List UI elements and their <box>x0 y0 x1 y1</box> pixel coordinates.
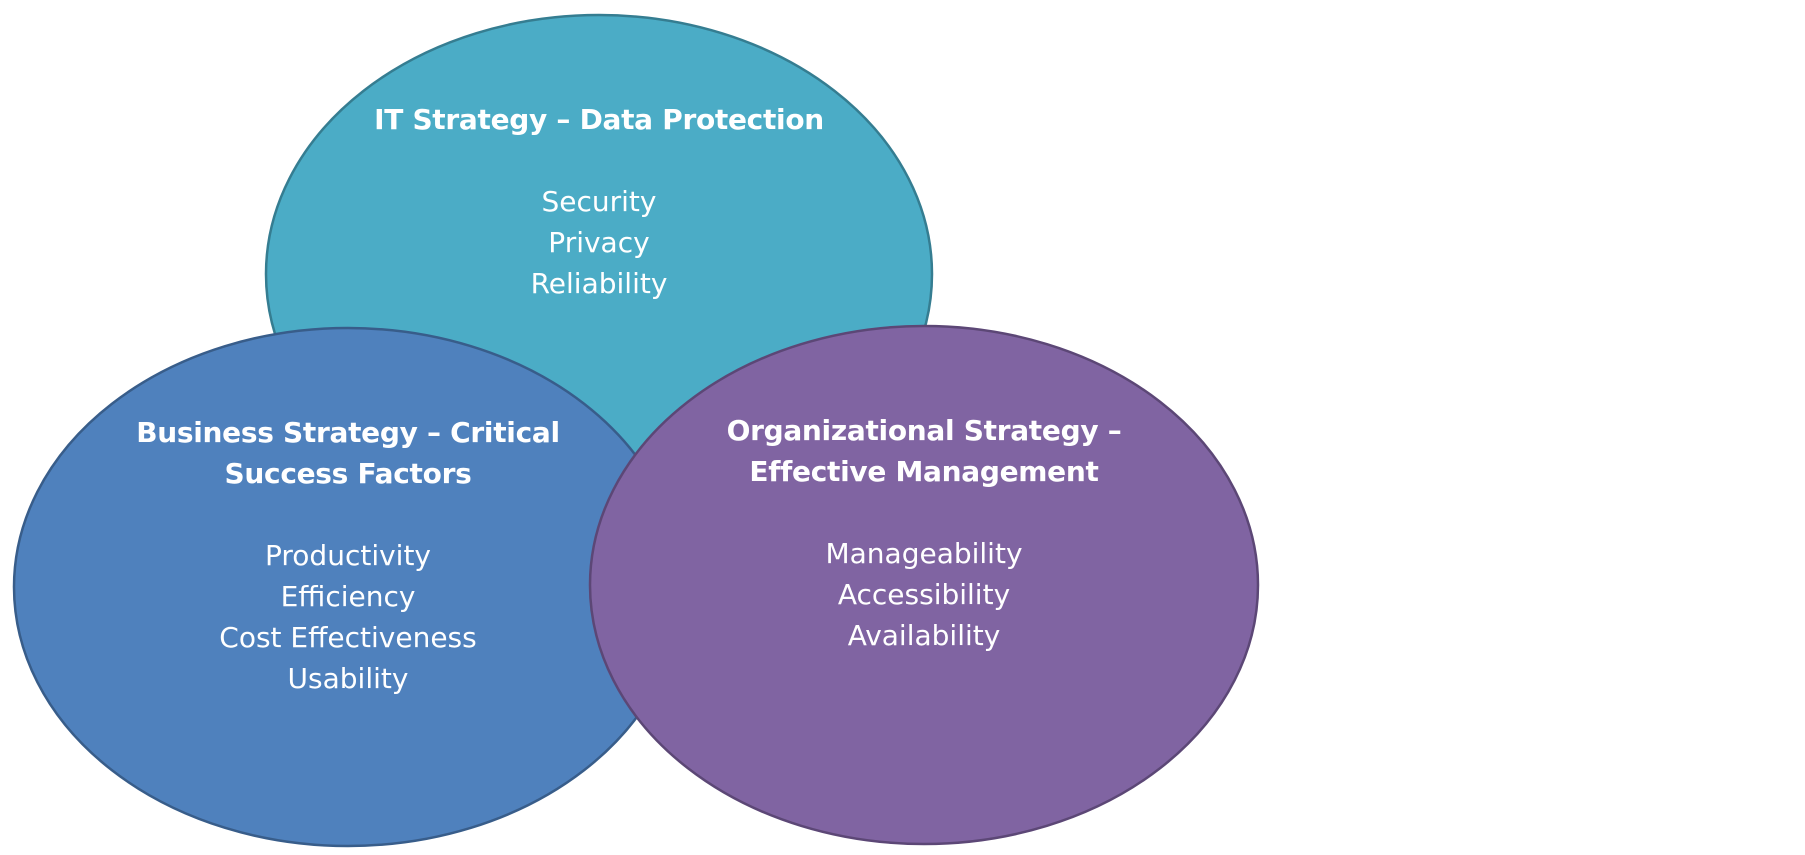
business-strategy-heading: Business Strategy – Critical Success Fac… <box>98 412 598 494</box>
heading-line: Organizational Strategy – <box>726 414 1122 447</box>
list-item: Manageability <box>825 537 1023 570</box>
list-item: Reliability <box>530 267 668 300</box>
business-strategy-label: Business Strategy – Critical Success Fac… <box>98 412 598 699</box>
it-strategy-items: Security Privacy Reliability <box>349 181 849 304</box>
business-strategy-items: Productivity Efficiency Cost Effectivene… <box>98 535 598 699</box>
list-item: Privacy <box>548 226 650 259</box>
heading-line: IT Strategy – Data Protection <box>374 103 824 136</box>
organizational-strategy-heading: Organizational Strategy – Effective Mana… <box>674 410 1174 492</box>
heading-line: Effective Management <box>749 455 1099 488</box>
list-item: Availability <box>847 619 1001 652</box>
it-strategy-heading: IT Strategy – Data Protection <box>349 99 849 140</box>
organizational-strategy-ellipse <box>588 324 1260 846</box>
list-item: Accessibility <box>837 578 1011 611</box>
organizational-strategy-items: Manageability Accessibility Availability <box>674 533 1174 656</box>
list-item: Security <box>541 185 657 218</box>
list-item: Usability <box>287 662 409 695</box>
it-strategy-label: IT Strategy – Data Protection Security P… <box>349 99 849 304</box>
organizational-strategy-label: Organizational Strategy – Effective Mana… <box>674 410 1174 656</box>
list-item: Productivity <box>265 539 431 572</box>
heading-line: Business Strategy – Critical <box>136 416 560 449</box>
heading-line: Success Factors <box>224 457 472 490</box>
list-item: Cost Effectiveness <box>219 621 477 654</box>
list-item: Efficiency <box>280 580 416 613</box>
